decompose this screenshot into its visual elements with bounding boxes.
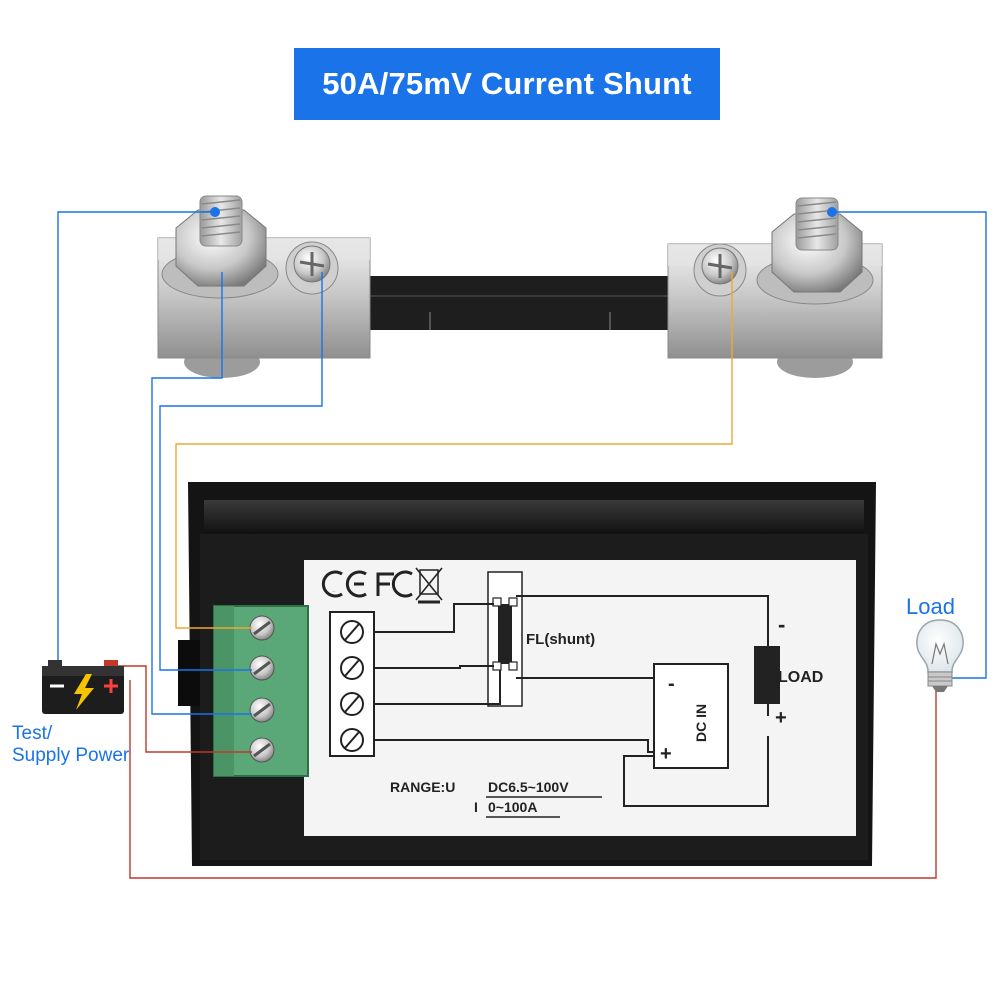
panel-meter xyxy=(178,482,876,866)
schematic-load xyxy=(754,646,780,704)
schematic-dc-in xyxy=(653,663,729,769)
load-caption: Load xyxy=(906,594,955,619)
range-current: 0~100A xyxy=(488,799,537,815)
shunt-right-block xyxy=(667,197,883,378)
shunt-label: FL(shunt) xyxy=(526,631,595,648)
connection-dot-right xyxy=(827,207,837,217)
dc-in-label: DC IN xyxy=(693,704,709,742)
current-shunt xyxy=(157,195,883,378)
wire-blue-shunt-sense-2 xyxy=(159,272,323,671)
schematic-terminal-1 xyxy=(340,620,364,644)
terminal-screw-2 xyxy=(249,655,275,681)
terminal-block xyxy=(213,605,309,777)
wire-blue-right-bolt xyxy=(832,211,987,679)
range-voltage: DC6.5~100V xyxy=(488,779,569,795)
terminal-screw-4 xyxy=(249,737,275,763)
shunt-strip xyxy=(368,276,668,330)
wire-blue-left-bolt xyxy=(57,211,215,664)
load-minus: - xyxy=(778,612,785,637)
load-plus: + xyxy=(775,707,787,729)
page-title: 50A/75mV Current Shunt xyxy=(322,66,692,101)
supply-caption: Test/ Supply Power xyxy=(12,723,129,767)
dcin-minus: - xyxy=(668,673,675,695)
supply-caption-line-1: Test/ xyxy=(12,723,53,744)
title-banner: 50A/75mV Current Shunt xyxy=(294,48,720,120)
range-prefix: RANGE:U xyxy=(390,779,455,795)
connection-dot-left xyxy=(210,207,220,217)
schematic-terminal-3 xyxy=(340,692,364,716)
dcin-plus: + xyxy=(660,743,672,765)
schematic-terminal-2 xyxy=(340,656,364,680)
supply-caption-line-2: Supply Power xyxy=(12,745,130,766)
weee-icon xyxy=(415,567,443,604)
wire-red-load xyxy=(129,680,937,879)
certification-marks: C E FC xyxy=(332,591,336,593)
wire-red-supply xyxy=(118,665,252,753)
lightning-icon xyxy=(74,674,94,710)
terminal-screw-3 xyxy=(249,697,275,723)
terminal-screw-1 xyxy=(249,615,275,641)
load-label: LOAD xyxy=(778,669,823,686)
wire-orange xyxy=(175,272,733,629)
label-schematic xyxy=(321,567,780,818)
battery-icon xyxy=(42,660,124,714)
range-current-prefix: I xyxy=(474,799,478,815)
wire-blue-shunt-sense-1 xyxy=(151,272,252,715)
shunt-left-block xyxy=(157,195,371,378)
light-bulb-icon xyxy=(916,619,964,692)
schematic-terminal-4 xyxy=(340,728,364,752)
wires xyxy=(57,211,987,879)
